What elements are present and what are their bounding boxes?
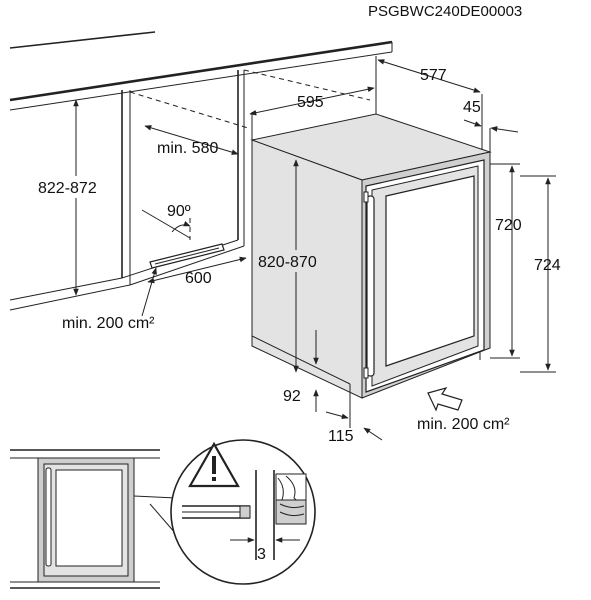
- label-min-vent-left: min. 200 cm²: [62, 315, 155, 332]
- countertop: [9, 31, 393, 111]
- callout-line: [133, 495, 177, 499]
- niche-back-wall: [9, 69, 371, 311]
- callout-line-2: [149, 503, 177, 535]
- drawing-code: PSGBWC240DE00003: [368, 3, 522, 20]
- detail-zoom-circle: [170, 439, 316, 585]
- label-92: 92: [283, 388, 301, 405]
- door-handle[interactable]: [363, 191, 375, 379]
- angle-90-marker: [141, 209, 191, 240]
- dimension-line-600: [147, 256, 247, 284]
- dimension-line-115b: [363, 427, 383, 441]
- label-bg: [256, 250, 336, 272]
- dimension-line-45a: [463, 119, 482, 127]
- vent-arrow-right: [427, 386, 463, 412]
- appliance-door: [365, 159, 485, 393]
- label-115: 115: [328, 428, 354, 445]
- label-min-580: min. 580: [157, 140, 218, 157]
- dimension-line-595: [249, 86, 375, 116]
- niche-plinth-vent: [149, 243, 225, 269]
- label-724: 724: [534, 257, 561, 274]
- label-600: 600: [185, 270, 212, 287]
- dimension-line-580: [144, 125, 239, 155]
- dimension-line-45b: [490, 126, 519, 133]
- label-820-870: 820-870: [258, 254, 317, 271]
- label-bg: [36, 176, 116, 198]
- label-gap-3: 3: [257, 546, 266, 563]
- dimension-line-115a: [325, 411, 349, 420]
- label-577: 577: [420, 67, 447, 84]
- label-angle-90: 90º: [167, 203, 191, 220]
- wood-section: [275, 473, 307, 525]
- label-595: 595: [297, 94, 324, 111]
- label-720: 720: [495, 217, 522, 234]
- label-822-872: 822-872: [38, 180, 97, 197]
- label-min-vent-right: min. 200 cm²: [417, 416, 510, 433]
- dimension-line-577: [377, 59, 481, 93]
- detail-cabinet: [10, 449, 160, 589]
- vent-arrow-left: [141, 267, 157, 317]
- warning-triangle-icon: [188, 441, 240, 488]
- label-45: 45: [463, 99, 481, 116]
